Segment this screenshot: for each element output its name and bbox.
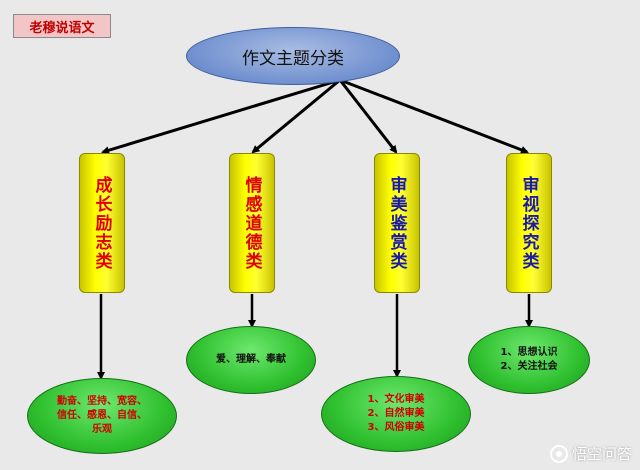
wukong-logo-icon: [549, 444, 568, 463]
category-inquiry: 审视探究类: [506, 153, 552, 293]
leaf-text: 爱、理解、奉献: [216, 354, 286, 365]
arrow-root-to-cat-3: [338, 79, 398, 154]
category-aesthetics: 审美鉴赏类: [374, 153, 420, 293]
category-growth: 成长励志类: [79, 153, 125, 293]
arrow-root-to-cat-1: [101, 78, 341, 155]
watermark: 悟空问答: [549, 443, 632, 464]
category-emotion-morality: 情感道德类: [229, 153, 275, 293]
arrow-root-to-cat-4: [339, 78, 529, 154]
leaf-text: 勤奋、坚持、宽容、 信任、感恩、自信、 乐观: [57, 396, 147, 435]
category-label: 审视探究类: [518, 175, 539, 271]
category-label: 情感道德类: [241, 175, 262, 271]
leaf-text: 1、思想认识 2、关注社会: [500, 347, 558, 372]
leaf-emotion-values: 爱、理解、奉献: [186, 326, 316, 394]
watermark-text: 悟空问答: [571, 445, 632, 463]
root-topic-label: 作文主题分类: [242, 48, 344, 69]
leaf-inquiry-values: 1、思想认识 2、关注社会: [468, 326, 590, 394]
category-label: 成长励志类: [91, 175, 112, 271]
author-label: 老穆说语文: [13, 14, 111, 38]
leaf-text: 1、文化审美 2、自然审美 3、风俗审美: [367, 394, 425, 433]
leaf-growth-values: 勤奋、坚持、宽容、 信任、感恩、自信、 乐观: [27, 378, 177, 454]
leaf-aesthetics-values: 1、文化审美 2、自然审美 3、风俗审美: [321, 376, 471, 452]
root-topic: 作文主题分类: [186, 27, 400, 85]
category-label: 审美鉴赏类: [386, 175, 407, 271]
arrow-root-to-cat-2: [251, 78, 341, 154]
